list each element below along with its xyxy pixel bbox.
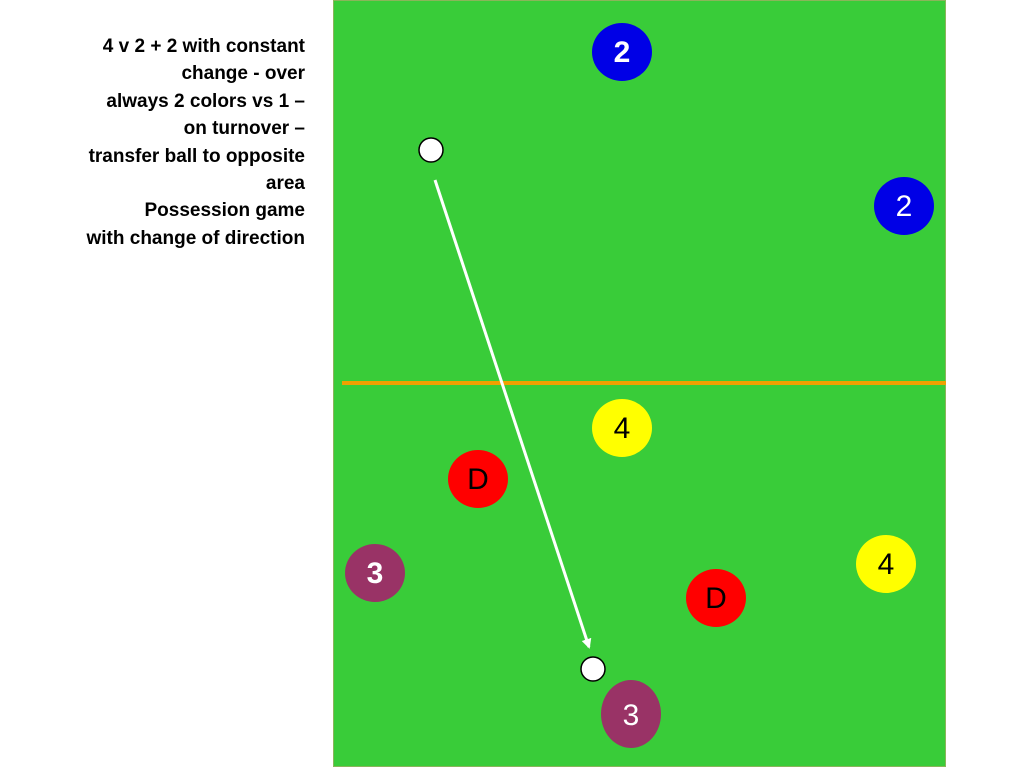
player-label: 4 — [878, 548, 895, 581]
description-line: with change of direction — [86, 227, 305, 249]
ball-start — [418, 137, 444, 163]
player-blue-team: 2 — [592, 23, 652, 81]
player-label: D — [467, 463, 489, 496]
player-marker — [686, 569, 746, 627]
player-blue-team: 2 — [874, 177, 934, 235]
player-marker — [874, 177, 934, 235]
ball-end — [580, 656, 606, 682]
player-purple-team: 3 — [345, 544, 405, 602]
player-label: 3 — [367, 557, 384, 590]
description-line: area — [265, 173, 305, 195]
player-marker — [592, 23, 652, 81]
player-purple-team: 3 — [601, 680, 661, 748]
player-yellow-team: 4 — [592, 399, 652, 457]
player-label: D — [705, 582, 727, 615]
player-label: 4 — [614, 412, 631, 445]
player-marker — [601, 680, 661, 748]
description-line: Possession game — [144, 200, 305, 222]
ball-transfer-arrow — [433, 179, 592, 649]
description-line: always 2 colors vs 1 – — [106, 90, 305, 112]
player-label: 2 — [896, 190, 913, 223]
description-line: change - over — [181, 63, 305, 85]
player-marker — [448, 450, 508, 508]
player-marker — [345, 544, 405, 602]
player-red-defender: D — [686, 569, 746, 627]
player-marker — [592, 399, 652, 457]
player-label: 2 — [614, 36, 631, 69]
description-line: on turnover – — [183, 118, 305, 140]
player-yellow-team: 4 — [856, 535, 916, 593]
player-marker — [856, 535, 916, 593]
player-red-defender: D — [448, 450, 508, 508]
description-line: transfer ball to opposite — [88, 145, 305, 167]
drill-description: 4 v 2 + 2 with constant change - over al… — [20, 33, 305, 252]
description-line: 4 v 2 + 2 with constant — [102, 36, 305, 57]
player-label: 3 — [623, 699, 640, 732]
